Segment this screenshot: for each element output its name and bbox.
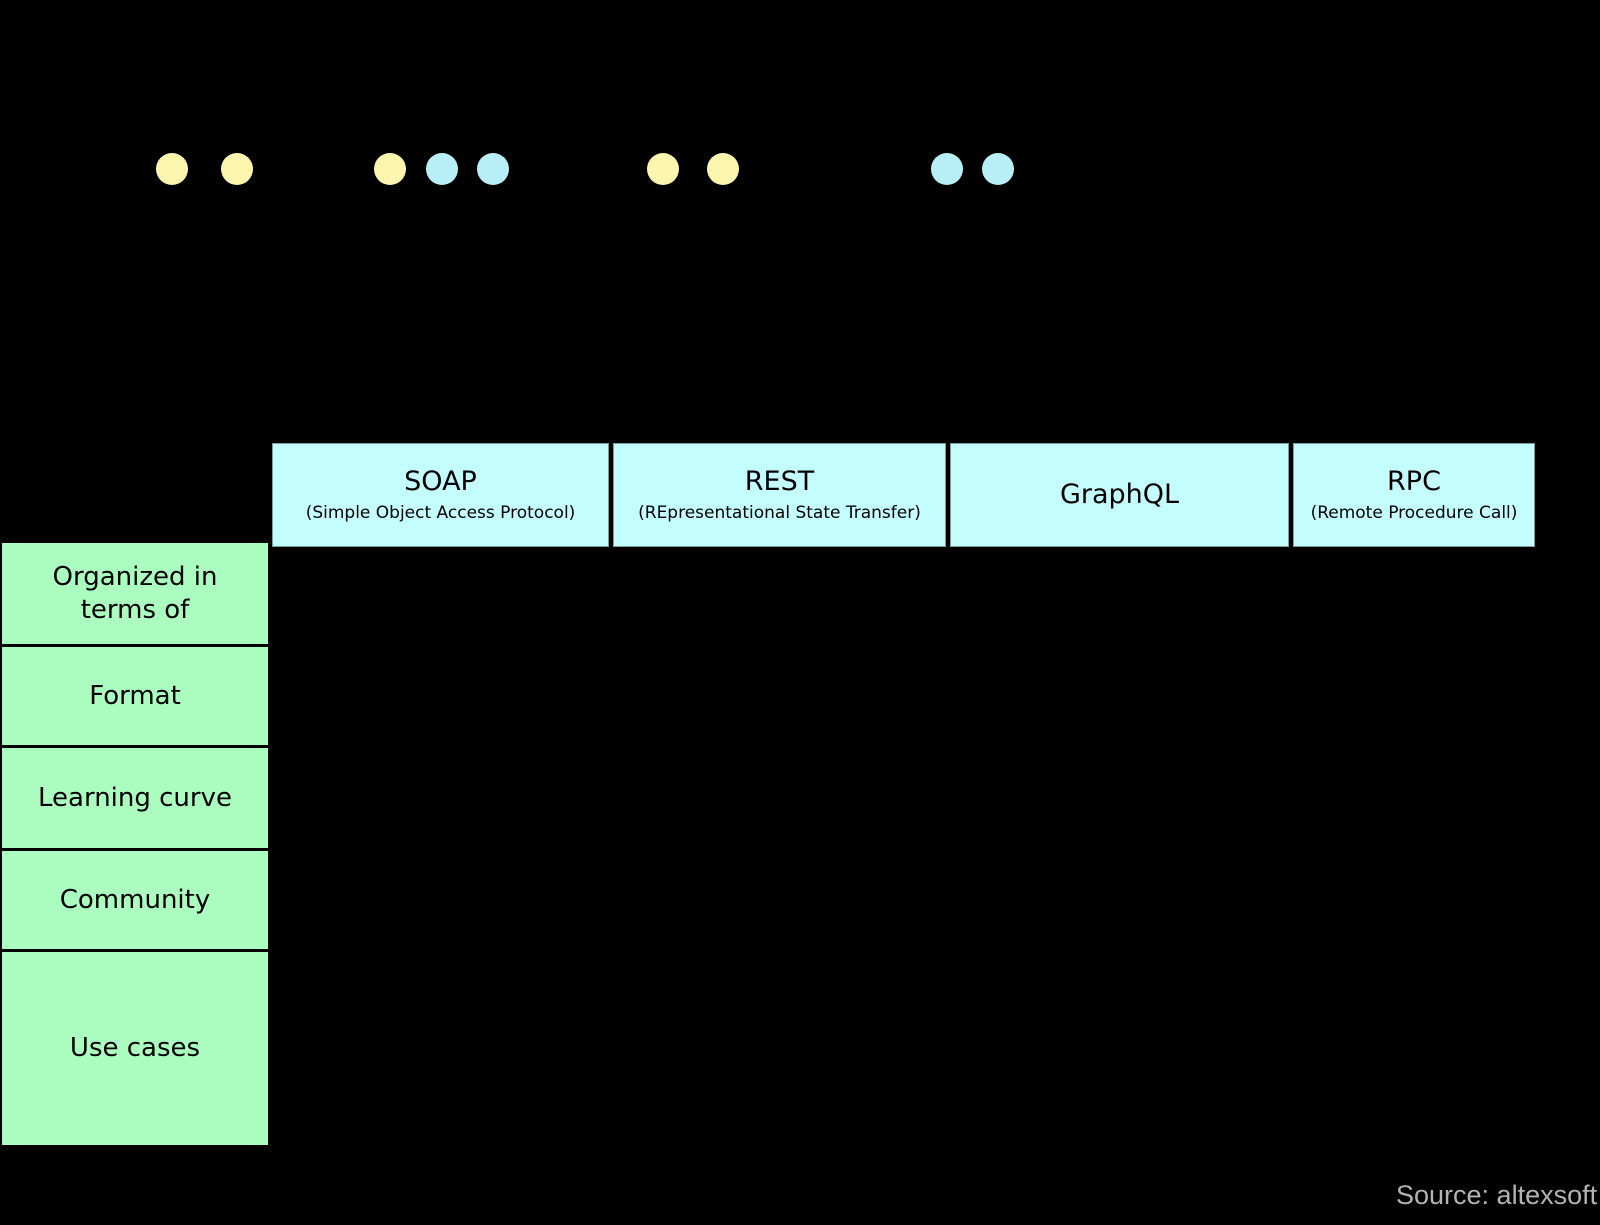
row-label-community: Community (2, 851, 268, 949)
rating-dot-icon (982, 153, 1014, 185)
rating-dot-icon (374, 153, 406, 185)
column-header-rpc: RPC (Remote Procedure Call) (1293, 443, 1535, 547)
column-title: RPC (1387, 466, 1441, 497)
column-header-rest: REST (REpresentational State Transfer) (613, 443, 946, 547)
rating-dot-icon (156, 153, 188, 185)
row-label-organized-in-terms-of: Organized in terms of (2, 543, 268, 644)
source-credit: Source: altexsoft (1396, 1180, 1598, 1210)
column-subtitle: (Simple Object Access Protocol) (305, 503, 576, 523)
rating-dot-icon (221, 153, 253, 185)
row-label-learning-curve: Learning curve (2, 748, 268, 848)
row-label-format: Format (2, 647, 268, 745)
rating-dot-icon (647, 153, 679, 185)
rating-dot-icon (931, 153, 963, 185)
table-column-headers: SOAP (Simple Object Access Protocol) RES… (272, 443, 1535, 547)
column-title: REST (744, 466, 815, 497)
column-title: GraphQL (1059, 479, 1180, 510)
column-header-graphql: GraphQL (950, 443, 1289, 547)
row-label-use-cases: Use cases (2, 952, 268, 1145)
rating-dot-icon (477, 153, 509, 185)
column-subtitle: (Remote Procedure Call) (1310, 503, 1518, 523)
table-row-labels: Organized in terms of Format Learning cu… (2, 543, 268, 1145)
column-title: SOAP (404, 466, 477, 497)
rating-dot-icon (707, 153, 739, 185)
rating-dot-icon (426, 153, 458, 185)
column-header-soap: SOAP (Simple Object Access Protocol) (272, 443, 609, 547)
column-subtitle: (REpresentational State Transfer) (638, 503, 921, 523)
